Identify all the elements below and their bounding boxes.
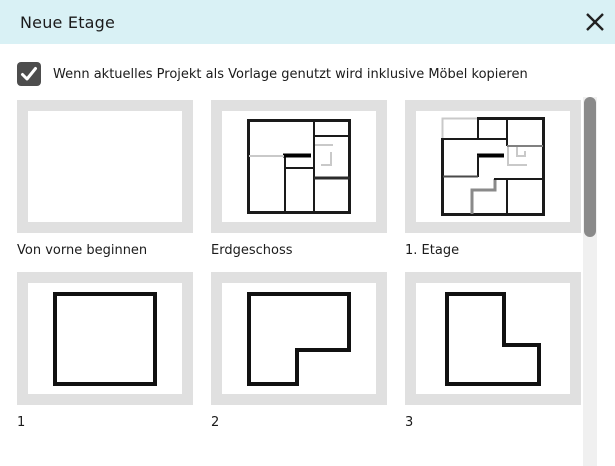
dialog-title: Neue Etage xyxy=(20,12,116,32)
template-thumb-shape1[interactable] xyxy=(17,272,193,405)
copy-furniture-checkbox[interactable] xyxy=(17,62,41,86)
template-cell-shape3: 3 xyxy=(405,272,581,430)
checkmark-icon xyxy=(17,62,41,86)
shape-l-notch-top-right-icon xyxy=(441,291,545,386)
blank-floor-preview xyxy=(28,111,182,222)
template-thumb-shape2[interactable] xyxy=(211,272,387,405)
template-cell-blank: Von vorne beginnen xyxy=(17,100,193,258)
template-grid: Von vorne beginnen xyxy=(17,100,581,430)
scrollbar-thumb[interactable] xyxy=(584,97,596,237)
template-thumb-erdgeschoss[interactable] xyxy=(211,100,387,233)
floorplan-ground-floor-icon xyxy=(247,119,351,214)
close-button[interactable] xyxy=(584,11,606,33)
template-cell-shape2: 2 xyxy=(211,272,387,430)
floorplan-first-floor-icon xyxy=(441,117,545,216)
copy-furniture-option: Wenn aktuelles Projekt als Vorlage genut… xyxy=(17,62,528,86)
template-cell-etage1: 1. Etage xyxy=(405,100,581,258)
template-label: Erdgeschoss xyxy=(211,243,293,258)
template-thumb-blank[interactable] xyxy=(17,100,193,233)
template-label: 1 xyxy=(17,415,26,430)
shape-l-notch-bottom-right-icon xyxy=(247,291,351,386)
template-cell-shape1: 1 xyxy=(17,272,193,430)
template-label: Von vorne beginnen xyxy=(17,243,148,258)
template-cell-erdgeschoss: Erdgeschoss xyxy=(211,100,387,258)
template-thumb-etage1[interactable] xyxy=(405,100,581,233)
template-thumb-shape3[interactable] xyxy=(405,272,581,405)
template-label: 2 xyxy=(211,415,220,430)
close-icon xyxy=(584,11,606,33)
dialog-header: Neue Etage xyxy=(0,0,615,44)
shape-rectangle-icon xyxy=(53,291,157,386)
copy-furniture-label: Wenn aktuelles Projekt als Vorlage genut… xyxy=(53,66,528,82)
template-label: 3 xyxy=(405,415,414,430)
template-label: 1. Etage xyxy=(405,243,460,258)
